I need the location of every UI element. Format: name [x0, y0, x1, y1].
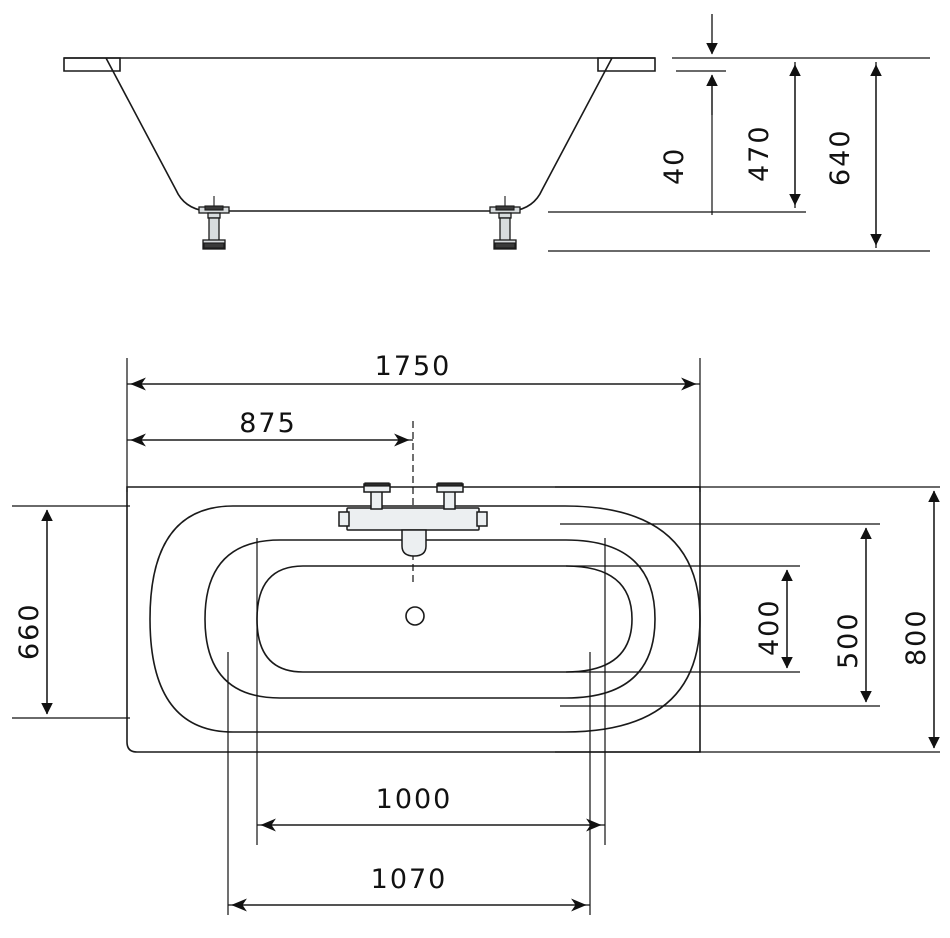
dimension-overall-length: 1750 — [126, 351, 701, 492]
dimension-label-875: 875 — [239, 408, 297, 439]
adjustable-foot-right — [489, 196, 521, 250]
dimension-rim-inner-width: 500 — [833, 527, 872, 703]
dimension-label-400: 400 — [754, 598, 785, 656]
dimension-half-length: 875 — [127, 408, 413, 447]
dimension-label-500: 500 — [833, 611, 864, 669]
dimension-label-800: 800 — [901, 608, 932, 666]
dimension-inner-basin-length: 1000 — [257, 784, 605, 832]
dimension-overall-width: 800 — [901, 490, 940, 749]
dimension-label-1000: 1000 — [376, 784, 453, 815]
dimension-overall-height: 640 — [825, 62, 882, 248]
inner-stadium — [256, 565, 633, 673]
dimension-label-470: 470 — [744, 124, 775, 182]
dimension-label-660: 660 — [14, 602, 45, 660]
dimension-label-1070: 1070 — [371, 864, 448, 895]
drain-hole-icon — [405, 606, 425, 626]
dimension-basin-width: 400 — [754, 569, 793, 669]
outer-rim-rectangle — [126, 486, 701, 753]
tub-wall-left — [105, 57, 206, 212]
adjustable-foot-left — [198, 196, 230, 250]
middle-stadium — [204, 539, 656, 699]
dimension-rim-thickness: 40 — [659, 14, 718, 215]
dimension-label-1750: 1750 — [375, 351, 452, 382]
plan-view: 1750 875 — [12, 351, 940, 915]
dimension-inner-width: 660 — [12, 505, 130, 719]
dimension-label-640: 640 — [825, 128, 856, 186]
dimension-basin-length: 1070 — [228, 864, 590, 912]
dimension-label-40: 40 — [659, 147, 690, 185]
outer-stadium — [149, 505, 701, 733]
faucet-mixer — [338, 482, 488, 557]
elevation-view: 40 470 640 — [63, 14, 930, 252]
tub-wall-right — [512, 57, 613, 212]
dimension-interior-depth: 470 — [744, 62, 801, 208]
